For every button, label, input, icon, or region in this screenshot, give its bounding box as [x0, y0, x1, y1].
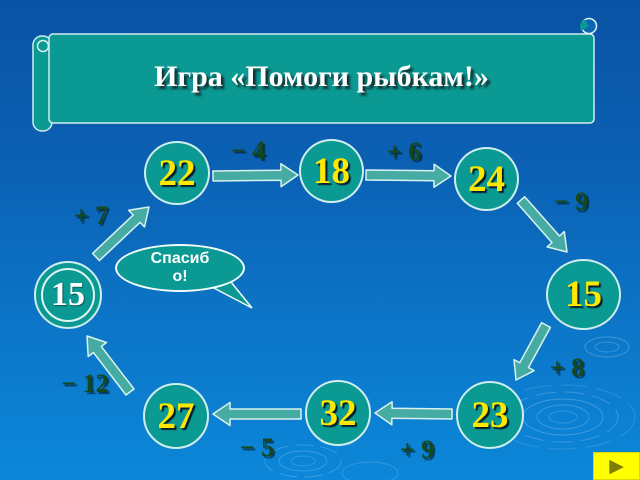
arrow-18-to-24 — [365, 163, 452, 189]
operation-label-minus4: − 4 — [230, 136, 266, 165]
number-node-15-start[interactable]: 15 — [34, 261, 102, 329]
water-ripples — [264, 336, 636, 480]
speech-bubble-line: о! — [172, 268, 188, 285]
number-node-27[interactable]: 27 — [143, 383, 209, 449]
node-value: 27 — [157, 395, 195, 437]
node-value: 18 — [313, 150, 350, 192]
node-value: 22 — [158, 152, 196, 194]
operation-label-plus9: + 9 — [399, 435, 435, 464]
operation-label-minus5: − 5 — [239, 433, 275, 462]
operation-label-plus7: + 7 — [73, 201, 109, 230]
arrows — [86, 162, 568, 427]
operation-label-minus12: − 12 — [61, 369, 109, 398]
operation-label-plus6: + 6 — [386, 137, 422, 166]
arrow-27-to-15 — [86, 335, 135, 396]
number-node-22[interactable]: 22 — [144, 141, 210, 205]
arrow-24-to-15 — [516, 195, 568, 253]
node-value: 15 — [51, 276, 85, 313]
next-slide-button[interactable]: ▶ — [593, 452, 640, 480]
node-value: 23 — [471, 394, 509, 436]
arrow-23-to-32 — [374, 400, 453, 426]
number-node-23[interactable]: 23 — [456, 381, 524, 449]
number-node-18[interactable]: 18 — [299, 139, 364, 203]
game-title: Игра «Помоги рыбкам!» — [154, 60, 489, 93]
operation-label-plus8: + 8 — [549, 353, 585, 382]
banner-scroll — [32, 17, 598, 132]
speech-bubble: Спасиб о! — [115, 244, 245, 292]
next-arrow-icon: ▶ — [609, 454, 624, 477]
arrow-32-to-27 — [212, 401, 302, 427]
arrow-15-to-23 — [513, 321, 552, 381]
operation-label-minus9: − 9 — [553, 187, 589, 216]
number-node-15-right[interactable]: 15 — [546, 259, 621, 330]
arrow-22-to-18 — [212, 162, 299, 188]
arrow-15-to-22 — [91, 206, 150, 262]
node-value: 24 — [468, 158, 505, 200]
speech-bubble-line: Спасиб — [150, 250, 210, 267]
number-node-32[interactable]: 32 — [305, 380, 371, 446]
number-node-24[interactable]: 24 — [454, 147, 519, 211]
node-value: 32 — [319, 392, 357, 434]
node-value: 15 — [565, 274, 602, 315]
